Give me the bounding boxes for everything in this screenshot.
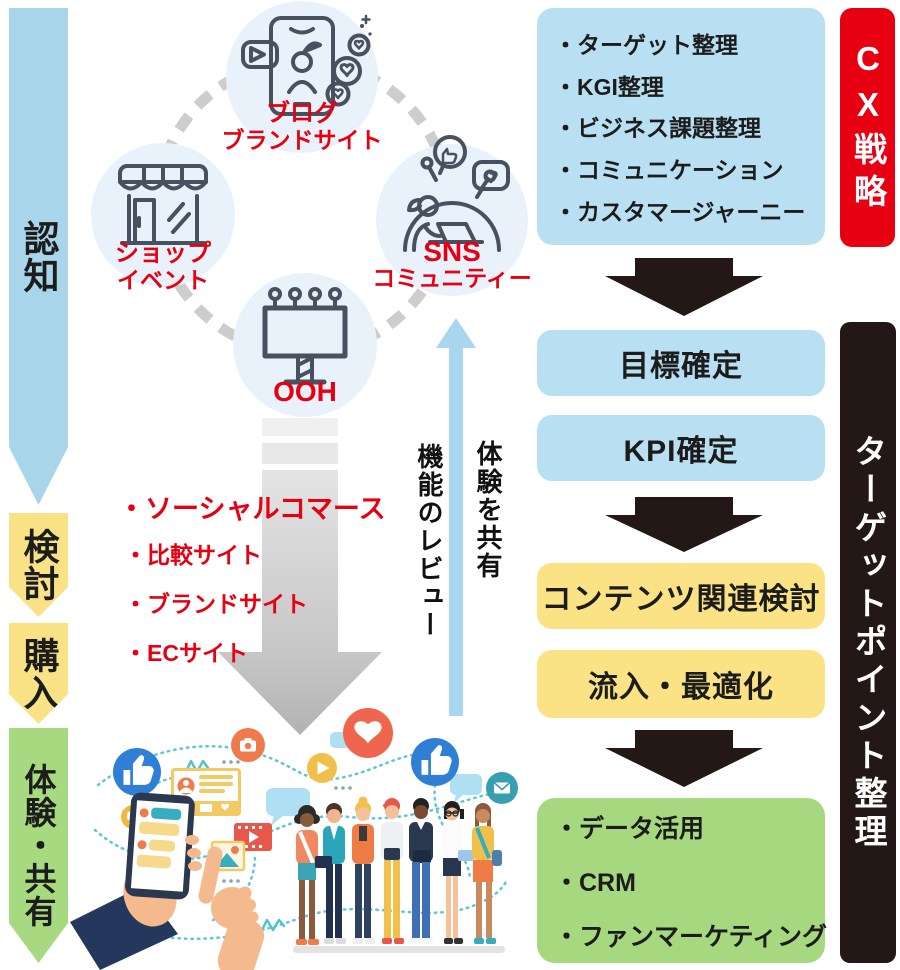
social-people-illustration bbox=[70, 708, 518, 970]
cx-strategy-box: ・ターゲット整理 ・KGI整理 ・ビジネス課題整理 ・コミュニケーション ・カス… bbox=[537, 8, 825, 245]
consideration-channel-list: ・ソーシャルコマース ・比較サイト ・ブランドサイト ・ECサイト bbox=[118, 487, 386, 683]
person bbox=[409, 798, 433, 944]
result-item: ・CRM bbox=[554, 868, 636, 897]
person bbox=[294, 805, 320, 945]
ground-strip bbox=[293, 946, 505, 953]
blog-node-label: ブログ ブランドサイト bbox=[192, 100, 412, 154]
step-label: コンテンツ関連検討 bbox=[541, 583, 821, 616]
person bbox=[352, 796, 375, 944]
people-group bbox=[294, 796, 502, 945]
funnel-stage-awareness: 認知 bbox=[9, 8, 68, 505]
funnel-stage-label: 認知 bbox=[18, 219, 60, 294]
blog-label-line2: ブランドサイト bbox=[221, 127, 383, 153]
result-item: ・ファンマーケティング bbox=[554, 922, 828, 951]
step-label: 流入・最適化 bbox=[588, 671, 774, 704]
step-label: 目標確定 bbox=[619, 350, 743, 383]
sns-label-line2: コミュニティー bbox=[372, 265, 532, 291]
social-icon-circles bbox=[113, 708, 518, 829]
funnel-stage-label: 購入 bbox=[18, 636, 60, 711]
dot-marks bbox=[222, 760, 352, 883]
step-goal-setting: 目標確定 bbox=[537, 330, 825, 396]
step-content-review: コンテンツ関連検討 bbox=[537, 563, 825, 629]
thumbs-up-icon bbox=[113, 748, 161, 796]
shop-label-line1: ショップ bbox=[115, 240, 211, 267]
shop-node-circle bbox=[91, 143, 235, 287]
community-laptop-icon bbox=[403, 135, 510, 252]
blog-label-line1: ブログ bbox=[266, 100, 338, 127]
person bbox=[315, 803, 346, 944]
purchase-flow-arrow bbox=[218, 418, 382, 735]
step-label: KPI確定 bbox=[623, 435, 739, 468]
heart-icon bbox=[343, 708, 393, 758]
camera-icon bbox=[231, 728, 265, 762]
cx-strategy-bar: CX戦略 bbox=[840, 8, 895, 247]
result-item: ・データ活用 bbox=[554, 814, 705, 843]
ooh-label-line1: OOH bbox=[273, 376, 337, 407]
billboard-icon bbox=[262, 287, 348, 385]
feedback-label-share: 体験を共有 bbox=[473, 440, 503, 580]
sns-node-label: SNS コミュニティー bbox=[342, 238, 562, 292]
list-item: ・ECサイト bbox=[124, 640, 248, 666]
ooh-node-label: OOH bbox=[195, 376, 415, 407]
cx-box-item: ・コミュニケーション bbox=[554, 157, 784, 184]
person bbox=[472, 803, 502, 944]
feedback-label-review: 機能のレビュー bbox=[414, 443, 444, 639]
pointing-hand bbox=[198, 846, 265, 970]
step-inflow-optimization: 流入・最適化 bbox=[537, 650, 825, 718]
smartphone-chat bbox=[70, 792, 202, 970]
funnel-stage-label: 検討 bbox=[18, 528, 60, 602]
social-commerce-title: ・ソーシャルコマース bbox=[118, 494, 386, 524]
step-kpi-setting: KPI確定 bbox=[537, 415, 825, 481]
target-point-bar-label: ターゲットポイント整理 bbox=[850, 433, 887, 852]
cx-box-item: ・ビジネス課題整理 bbox=[554, 115, 761, 142]
storefront-icon bbox=[118, 164, 208, 245]
smartphone-social-icon bbox=[241, 14, 372, 116]
cx-box-item: ・カスタマージャーニー bbox=[554, 199, 806, 226]
shop-label-line2: イベント bbox=[117, 267, 209, 293]
blog-node-circle bbox=[226, 1, 378, 153]
play-icon bbox=[307, 753, 337, 783]
target-point-bar: ターゲットポイント整理 bbox=[840, 322, 896, 963]
flow-arrow-2 bbox=[605, 497, 763, 552]
result-box: ・データ活用 ・CRM ・ファンマーケティング bbox=[537, 798, 828, 963]
list-item: ・ブランドサイト bbox=[124, 591, 308, 617]
envelope-icon bbox=[486, 772, 518, 804]
flow-arrow-1 bbox=[605, 258, 763, 316]
list-item: ・比較サイト bbox=[124, 542, 262, 568]
flow-arrow-3 bbox=[605, 730, 763, 787]
flow-arrows bbox=[605, 258, 763, 787]
thumbs-up-icon bbox=[411, 738, 459, 786]
cx-box-item: ・KGI整理 bbox=[554, 73, 664, 100]
shop-node-label: ショップ イベント bbox=[53, 240, 273, 294]
person bbox=[442, 801, 474, 944]
funnel-stage-label: 体験・共有 bbox=[20, 763, 57, 928]
sns-label-line1: SNS bbox=[423, 236, 481, 267]
cx-box-item: ・ターゲット整理 bbox=[554, 31, 738, 58]
funnel-stage-experience-share: 体験・共有 bbox=[9, 728, 68, 963]
cx-strategy-bar-label: CX戦略 bbox=[849, 39, 887, 216]
feedback-up-arrow bbox=[436, 318, 476, 716]
person bbox=[381, 798, 404, 944]
